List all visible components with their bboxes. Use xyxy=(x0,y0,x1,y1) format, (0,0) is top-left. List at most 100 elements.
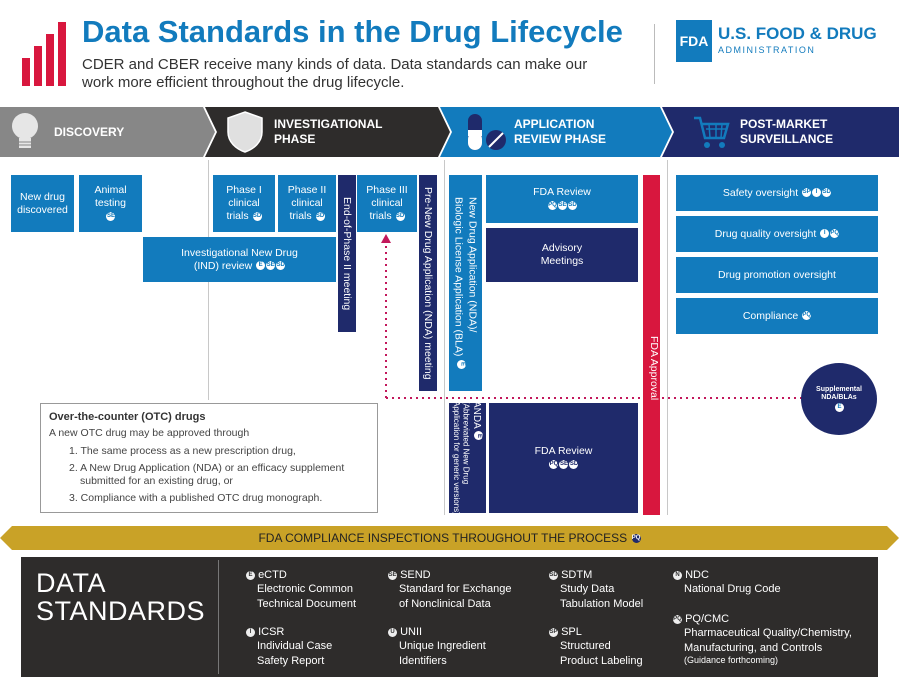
ndc-icon: N xyxy=(673,570,682,580)
drug-promotion-oversight-box: Drug promotion oversight xyxy=(676,257,878,293)
pq-cmc-icon: PQ xyxy=(549,459,559,469)
spl-icon: SP xyxy=(802,188,812,198)
box-text: Phase I xyxy=(226,184,262,197)
bar-text: Pre-New Drug Application (NDA) meeting xyxy=(422,186,435,380)
otc-item: 3. Compliance with a published OTC drug … xyxy=(69,491,323,504)
box-text: FDA Review xyxy=(534,445,593,458)
standard-desc: Technical Document xyxy=(257,597,357,610)
header-divider xyxy=(654,24,655,84)
box-text: Investigational New Drug xyxy=(181,246,298,259)
send-icon: SE xyxy=(559,459,569,469)
icsr-icon: I xyxy=(820,229,830,239)
page-subtitle: CDER and CBER receive many kinds of data… xyxy=(82,56,587,92)
standard-spl: SP SPL Structured Product Labeling xyxy=(548,625,643,668)
phase-investigational: INVESTIGATIONAL PHASE xyxy=(226,107,436,157)
otc-item: submitted for an existing drug, or xyxy=(80,475,233,488)
bar-text-line: Application for generic versions) xyxy=(452,401,462,515)
box-text: clinical xyxy=(371,197,403,210)
standard-code: NDC xyxy=(685,569,709,581)
standard-desc: Structured xyxy=(560,640,611,653)
title-line: DATA xyxy=(36,568,107,598)
phase-application-review: APPLICATION REVIEW PHASE xyxy=(464,107,664,157)
box-text: testing xyxy=(95,197,126,210)
column-separator xyxy=(667,160,668,515)
standard-desc: Tabulation Model xyxy=(560,597,644,610)
ectd-icon: E xyxy=(835,402,844,412)
send-icon: SE xyxy=(557,200,567,210)
phase-label-line1: POST-MARKET xyxy=(740,117,828,131)
org-line1: U.S. FOOD & DRUG xyxy=(718,24,877,43)
box-text: discovered xyxy=(17,203,68,216)
subtitle-line: CDER and CBER receive many kinds of data… xyxy=(82,56,588,73)
lightbulb-icon xyxy=(12,113,38,148)
box-text: Phase II xyxy=(287,184,327,197)
phase-label: INVESTIGATIONAL PHASE xyxy=(274,117,382,147)
box-text: Meetings xyxy=(540,255,584,267)
standard-desc: Product Labeling xyxy=(560,654,643,667)
box-text: trials xyxy=(369,209,392,222)
phase-label-line2: REVIEW PHASE xyxy=(514,132,607,146)
pq-cmc-icon: PQ xyxy=(802,311,812,321)
phase-label-line2: PHASE xyxy=(274,132,316,146)
standard-desc: Pharmaceutical Quality/Chemistry, xyxy=(684,627,852,640)
data-standards-panel xyxy=(21,557,878,677)
standard-desc: Manufacturing, and Controls xyxy=(684,641,823,654)
page-title: Data Standards in the Drug Lifecycle xyxy=(82,14,623,49)
box-text: Safety oversight xyxy=(722,186,799,199)
standard-code: SDTM xyxy=(561,569,593,581)
sdtm-icon: SD xyxy=(395,211,405,221)
title-line: STANDARDS xyxy=(36,595,206,626)
circle-text: NDA/BLAs xyxy=(821,394,857,402)
data-standards-title: DATA STANDARDS xyxy=(36,568,206,626)
ectd-icon: E xyxy=(246,570,255,580)
column-separator xyxy=(444,160,445,515)
otc-list: 1. The same process as a new prescriptio… xyxy=(69,445,369,506)
standard-desc: Standard for Exchange xyxy=(399,583,512,596)
standard-code: SPL xyxy=(561,626,582,638)
standard-code: SEND xyxy=(400,569,431,581)
standard-desc: Individual Case xyxy=(257,640,333,653)
phase-post-market: POST-MARKET SURVEILLANCE xyxy=(692,107,892,157)
standards-divider xyxy=(218,560,219,674)
org-line2: ADMINISTRATION xyxy=(718,45,816,55)
box-text: Drug quality oversight xyxy=(714,227,817,240)
logo-bars-icon xyxy=(20,20,70,88)
box-text: trials xyxy=(289,209,312,222)
standard-desc: National Drug Code xyxy=(684,583,781,596)
send-icon: SE xyxy=(266,261,276,271)
banner-text: FDA COMPLIANCE INSPECTIONS THROUGHOUT TH… xyxy=(258,531,628,545)
phase-label: DISCOVERY xyxy=(54,124,125,139)
box-text: Advisory xyxy=(541,242,583,255)
standard-desc: Study Data xyxy=(560,583,615,596)
pq-cmc-icon: PQ xyxy=(830,229,840,239)
otc-item: 1. The same process as a new prescriptio… xyxy=(69,444,296,457)
fda-badge-text: FDA xyxy=(679,33,709,49)
standard-icsr: I ICSR Individual Case Safety Report xyxy=(245,625,332,668)
fda-approval-bar: FDA Approval xyxy=(643,175,660,515)
nda-bla-bar: New Drug Application (NDA)/Biologic Lice… xyxy=(449,175,482,391)
phase-label-line1: INVESTIGATIONAL xyxy=(274,117,383,131)
ectd-icon: E xyxy=(256,261,266,271)
send-icon: SE xyxy=(388,570,397,580)
bar-text-line: New Drug Application (NDA)/ xyxy=(466,197,479,333)
box-text: Animal xyxy=(94,184,127,197)
send-icon: SE xyxy=(106,211,116,221)
box-text: New drug xyxy=(20,190,65,203)
fda-logo: FDA xyxy=(676,20,712,62)
standard-desc: Unique Ingredient xyxy=(399,640,486,653)
phase-label: APPLICATION REVIEW PHASE xyxy=(514,117,606,147)
box-text: trials xyxy=(226,209,249,222)
supplemental-path xyxy=(381,234,808,399)
pq-cmc-icon: PQ xyxy=(547,200,557,210)
circle-text: Supplemental xyxy=(816,385,862,393)
standard-unii: U UNII Unique Ingredient Identifiers xyxy=(387,625,486,668)
